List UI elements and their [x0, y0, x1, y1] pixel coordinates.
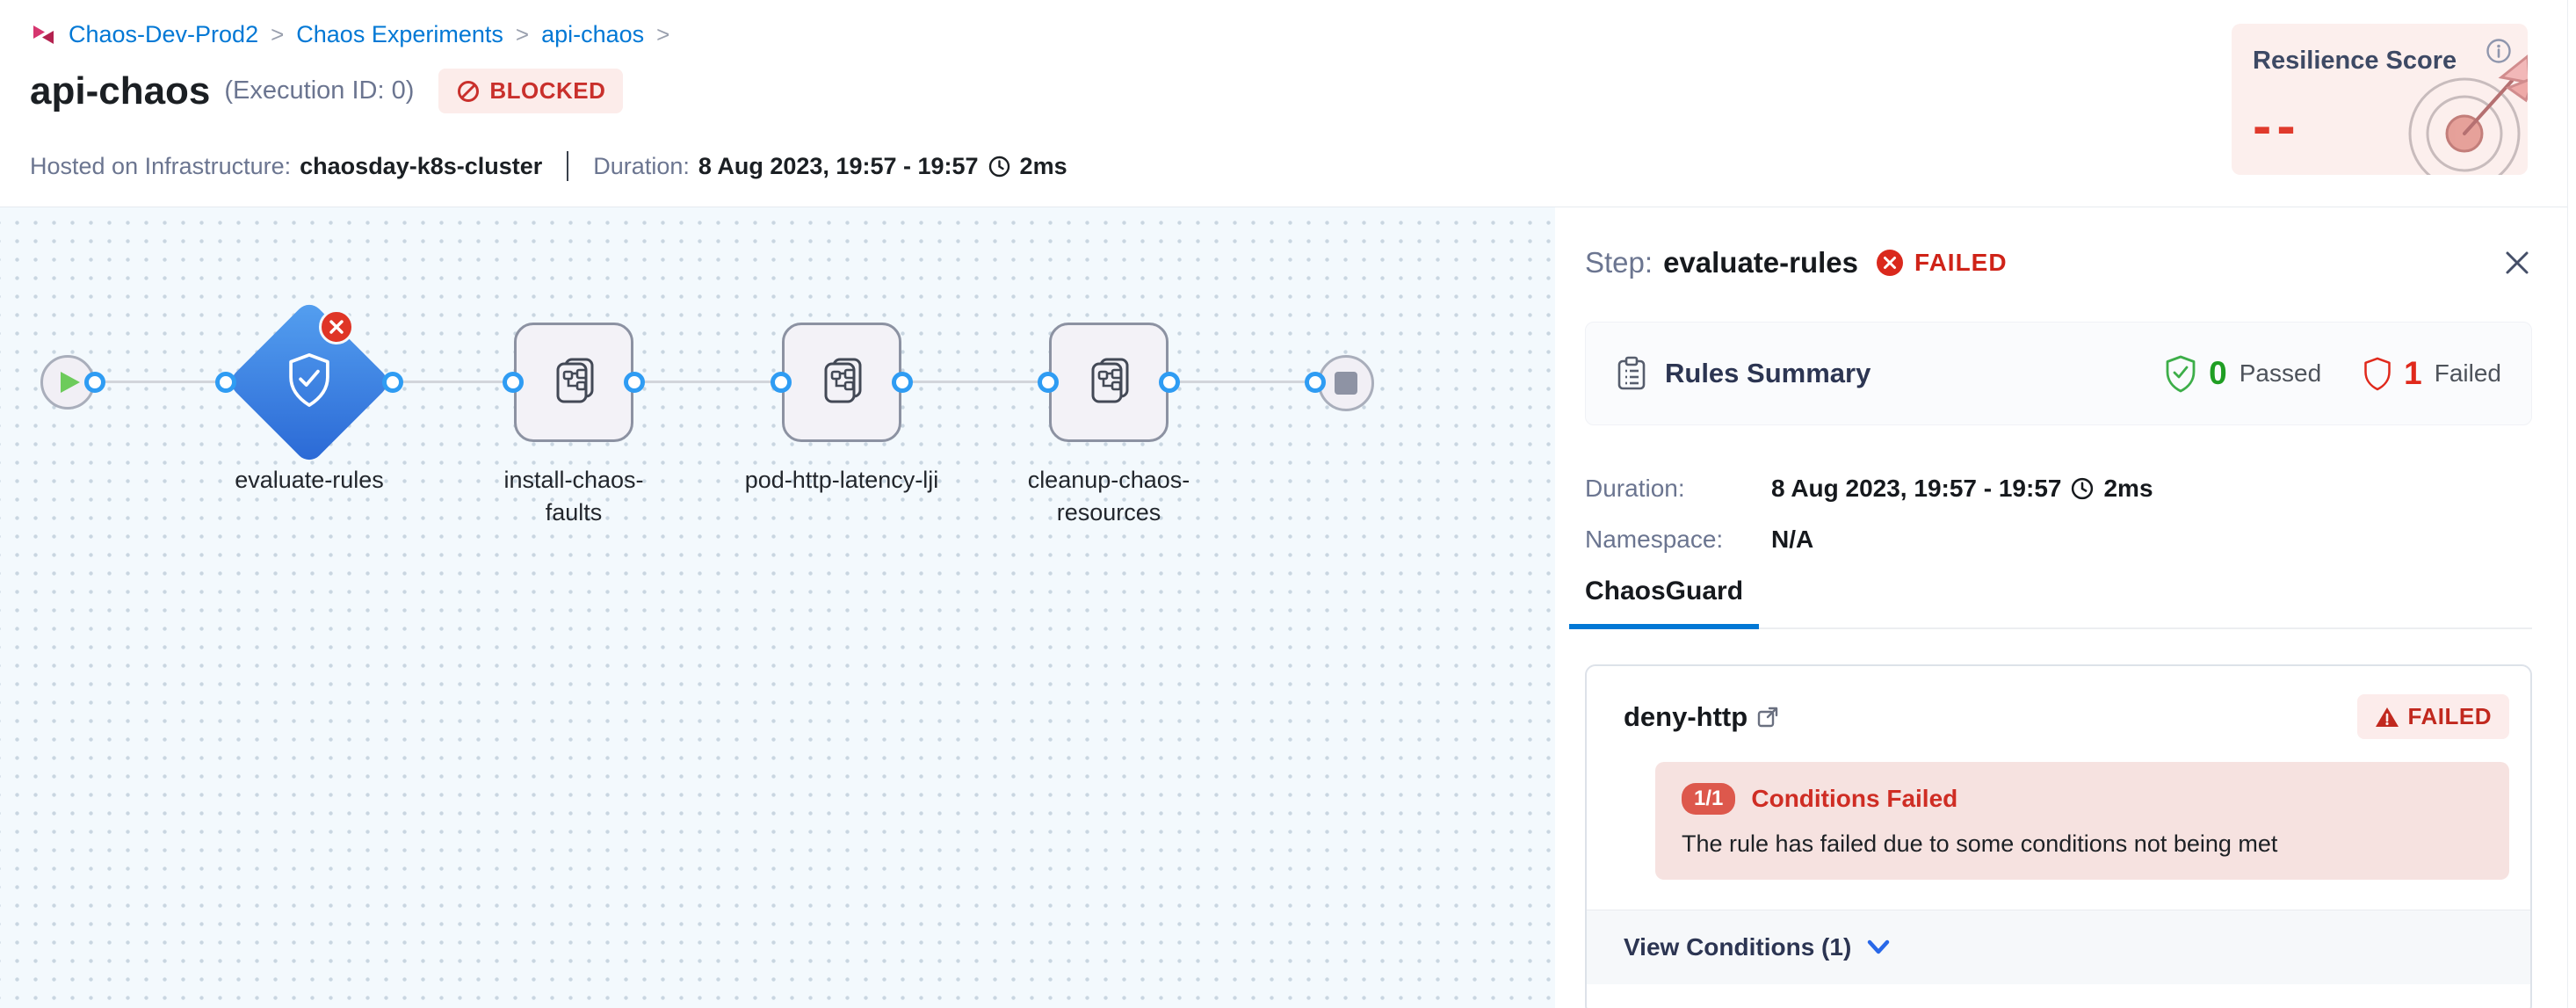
conditions-failed-description: The rule has failed due to some conditio… [1682, 830, 2278, 857]
infra-label: Hosted on Infrastructure: [30, 152, 292, 179]
external-link-icon[interactable] [1756, 706, 1779, 729]
rules-summary-title: Rules Summary [1665, 358, 1871, 388]
resilience-score-value: -- [2253, 94, 2301, 157]
step-details-panel: Step: evaluate-rules FAILED Rules Summar… [1555, 207, 2567, 1008]
rule-status-badge: FAILED [2356, 694, 2509, 739]
step-group-icon [814, 353, 869, 412]
step-group-icon [546, 353, 601, 412]
port [382, 372, 403, 393]
info-icon[interactable] [2484, 36, 2514, 70]
rules-summary-card: Rules Summary 0 Passed 1 Failed [1585, 322, 2532, 425]
breadcrumb-project[interactable]: Chaos-Dev-Prod2 [69, 21, 259, 47]
clock-icon [988, 155, 1011, 178]
stop-icon [1335, 372, 1357, 395]
shield-fail-icon [2362, 354, 2393, 393]
namespace-value: N/A [1771, 526, 1814, 553]
node-failed-badge [319, 309, 354, 344]
step-name: evaluate-rules [1663, 246, 1859, 279]
namespace-row: Namespace: N/A [1585, 526, 2532, 554]
experiment-meta: Hosted on Infrastructure: chaosday-k8s-c… [30, 151, 1067, 181]
port [1159, 372, 1180, 393]
resilience-score-title: Resilience Score [2253, 47, 2457, 75]
node-label-cleanup-chaos-resources: cleanup-chaos-resources [1027, 467, 1190, 526]
pipeline-node-pod-http-latency[interactable] [782, 323, 901, 442]
pipeline-node-cleanup-chaos-resources[interactable] [1049, 323, 1169, 442]
clipboard-icon [1616, 356, 1647, 391]
infra-value: chaosday-k8s-cluster [300, 152, 543, 179]
port [624, 372, 645, 393]
node-label-evaluate-rules: evaluate-rules [235, 467, 384, 493]
resilience-score-card: Resilience Score -- [2232, 24, 2528, 175]
port [892, 372, 913, 393]
tab-chaosguard[interactable]: ChaosGuard [1569, 577, 1760, 629]
conditions-failed-title: Conditions Failed [1751, 785, 1958, 812]
page-header: Chaos-Dev-Prod2 > Chaos Experiments > ap… [0, 0, 2576, 207]
target-dart-illustration [2396, 46, 2528, 175]
port [503, 372, 524, 393]
breadcrumb-separator: > [656, 21, 670, 47]
rule-card-deny-http: deny-http FAILED 1/1 Conditions Fail [1585, 664, 2532, 1008]
passed-label: Passed [2239, 359, 2322, 387]
pipeline-canvas: evaluate-rules install-chaos-faults pod-… [0, 207, 1555, 1008]
duration-ms: 2ms [1019, 152, 1067, 179]
panel-duration-ms: 2ms [2103, 475, 2153, 502]
pipeline-node-evaluate-rules[interactable] [226, 299, 393, 466]
clock-icon [2070, 476, 2095, 501]
pipeline-node-install-chaos-faults[interactable] [514, 323, 633, 442]
rule-card-footer: View Conditions (1) [1587, 910, 2530, 984]
step-status: FAILED [1914, 249, 2008, 276]
port [771, 372, 792, 393]
meta-divider [567, 151, 569, 181]
port [215, 372, 236, 393]
panel-duration-label: Duration: [1585, 475, 1685, 502]
step-label: Step: [1585, 246, 1653, 279]
play-icon [59, 370, 82, 395]
failed-circle-icon [1876, 249, 1904, 277]
passed-count: 0 [2209, 355, 2227, 391]
failed-count-group: 1 Failed [2362, 354, 2501, 393]
page-title: api-chaos [30, 69, 211, 112]
pipeline-edge [68, 381, 1318, 383]
close-icon[interactable] [2502, 248, 2532, 278]
chaos-logo-icon [30, 22, 56, 48]
warning-triangle-icon [2375, 706, 2399, 729]
status-badge-blocked: BLOCKED [438, 69, 624, 113]
port [1305, 372, 1326, 393]
node-label-install-chaos-faults: install-chaos-faults [503, 467, 644, 526]
scrollbar-gutter[interactable] [2567, 0, 2576, 1008]
port [1038, 372, 1059, 393]
conditions-count-pill: 1/1 [1682, 783, 1736, 815]
conditions-failed-alert: 1/1 Conditions Failed The rule has faile… [1655, 762, 2509, 880]
step-group-icon [1082, 353, 1136, 412]
breadcrumb-experiments[interactable]: Chaos Experiments [296, 21, 503, 47]
duration-row: Duration: 8 Aug 2023, 19:57 - 19:57 2ms [1585, 475, 2532, 503]
rule-name[interactable]: deny-http [1624, 700, 1748, 732]
breadcrumb-separator: > [515, 21, 530, 47]
pipeline-end-node[interactable] [1318, 355, 1374, 411]
shield-pass-icon [2163, 354, 2198, 393]
duration-value: 8 Aug 2023, 19:57 - 19:57 [698, 152, 979, 179]
breadcrumb: Chaos-Dev-Prod2 > Chaos Experiments > ap… [30, 21, 669, 48]
breadcrumb-separator: > [271, 21, 285, 47]
panel-tabs: ChaosGuard [1569, 577, 2532, 629]
blocked-icon [456, 79, 481, 104]
execution-id: (Execution ID: 0) [224, 76, 415, 105]
namespace-label: Namespace: [1585, 526, 1724, 553]
failed-label: Failed [2434, 359, 2501, 387]
panel-duration-value: 8 Aug 2023, 19:57 - 19:57 [1771, 475, 2062, 502]
breadcrumb-experiment[interactable]: api-chaos [541, 21, 645, 47]
port [84, 372, 105, 393]
node-label-pod-http-latency: pod-http-latency-lji [744, 467, 939, 493]
passed-count-group: 0 Passed [2163, 354, 2321, 393]
shield-check-icon [282, 352, 336, 414]
chevron-down-icon [1865, 938, 1892, 957]
failed-count: 1 [2404, 355, 2422, 391]
view-conditions-toggle[interactable]: View Conditions (1) [1624, 933, 1892, 961]
duration-label: Duration: [593, 152, 690, 179]
